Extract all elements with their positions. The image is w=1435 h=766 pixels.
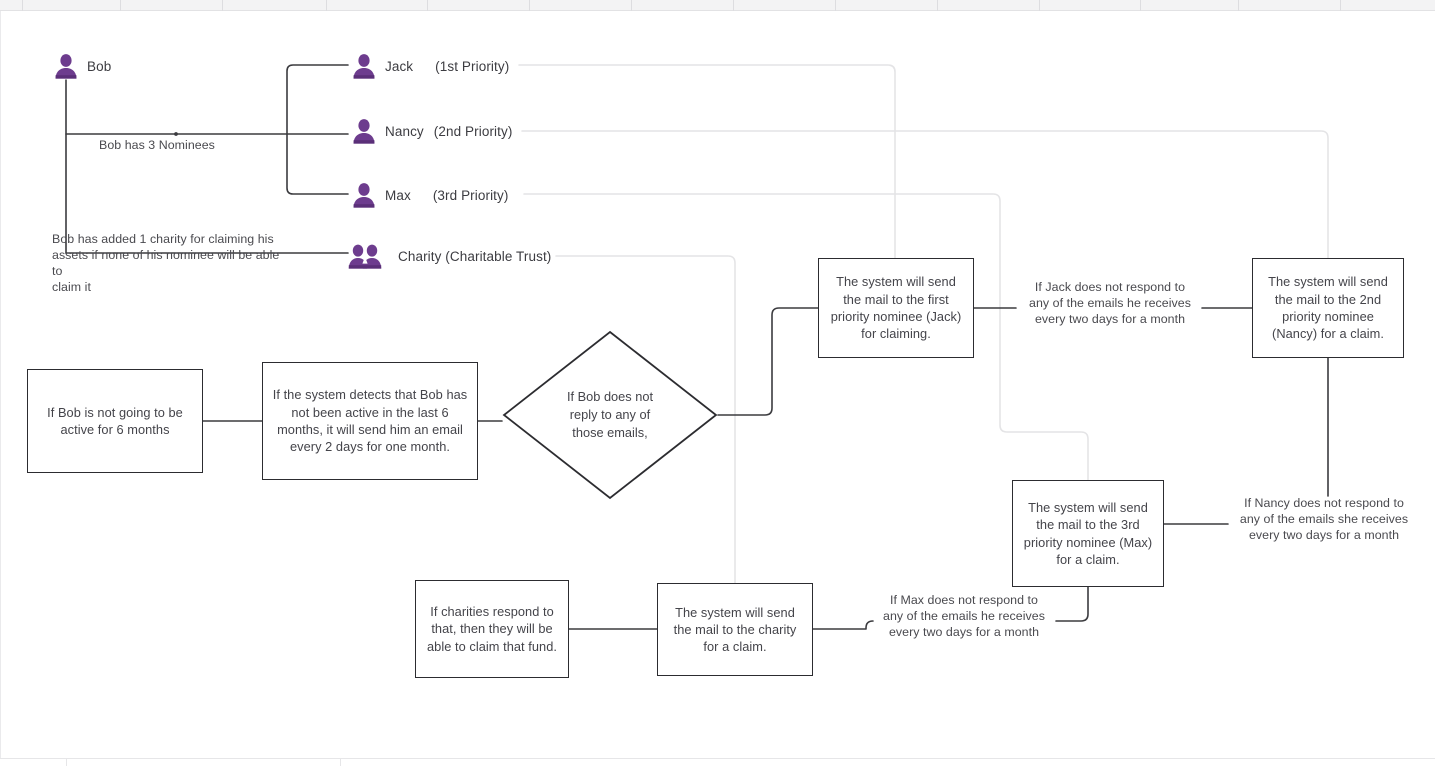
person-bob[interactable]: Bob bbox=[54, 53, 111, 79]
person-icon bbox=[353, 183, 375, 208]
ruler-tick bbox=[22, 0, 23, 11]
person-priority-label: (3rd Priority) bbox=[432, 187, 509, 203]
note-jack-no-response: If Jack does not respond to any of the e… bbox=[1029, 280, 1191, 326]
people-group-icon bbox=[348, 244, 382, 269]
ruler-tick bbox=[937, 0, 938, 11]
ruler-tick bbox=[222, 0, 223, 11]
ruler-tick bbox=[733, 0, 734, 11]
decision-label: If Bob does not reply to any of those em… bbox=[566, 388, 654, 441]
ruler-tick bbox=[120, 0, 121, 11]
decision-bob-no-reply[interactable]: If Bob does not reply to any of those em… bbox=[502, 330, 718, 500]
person-name: Max bbox=[385, 187, 411, 203]
person-priority-label: (1st Priority) bbox=[435, 58, 510, 74]
ruler-tick bbox=[1238, 0, 1239, 11]
note-nancy-no-response: If Nancy does not respond to any of the … bbox=[1239, 496, 1409, 542]
person-name: Nancy bbox=[385, 123, 424, 139]
note-bob-added-charity: Bob has added 1 charity for claiming his… bbox=[52, 232, 280, 294]
box-mail-charity[interactable]: The system will send the mail to the cha… bbox=[657, 583, 813, 676]
box-mail-third-priority-max[interactable]: The system will send the mail to the 3rd… bbox=[1012, 480, 1164, 587]
wire-jack-to-mail-jack bbox=[518, 64, 896, 259]
wire-decision-to-mailjack bbox=[717, 307, 819, 416]
canvas-bottom-border bbox=[0, 758, 1435, 759]
wire-note-max-to-mailcharity bbox=[812, 620, 874, 630]
box-mail-second-priority-nancy[interactable]: The system will send the mail to the 2nd… bbox=[1252, 258, 1404, 358]
ruler-tick bbox=[835, 0, 836, 11]
person-icon bbox=[55, 54, 77, 79]
person-name: Jack bbox=[385, 58, 414, 74]
box-mail-first-priority-jack[interactable]: The system will send the mail to the fir… bbox=[818, 258, 974, 358]
ruler-tick bbox=[1039, 0, 1040, 11]
note-bob-has-3-nominees: Bob has 3 Nominees bbox=[99, 138, 215, 152]
person-jack[interactable]: Jack (1st Priority) bbox=[352, 53, 509, 79]
ruler-tick bbox=[427, 0, 428, 11]
box-system-detects[interactable]: If the system detects that Bob has not b… bbox=[262, 362, 478, 480]
wire-midpoint-dot bbox=[174, 132, 178, 136]
wire-bus-to-jack bbox=[286, 64, 349, 135]
note-max-no-response: If Max does not respond to any of the em… bbox=[883, 593, 1045, 639]
ruler-bottom-tick bbox=[340, 759, 341, 766]
ruler-tick bbox=[529, 0, 530, 11]
wire-nancy-to-mail-nancy bbox=[521, 130, 1329, 259]
ruler-tick bbox=[1140, 0, 1141, 11]
wire-mailmax-to-note-max bbox=[1055, 586, 1089, 622]
ruler-tick bbox=[1340, 0, 1341, 11]
diamond-shape bbox=[502, 330, 718, 500]
group-charity[interactable]: Charity (Charitable Trust) bbox=[348, 243, 551, 269]
ruler-tick bbox=[326, 0, 327, 11]
person-icon bbox=[353, 119, 375, 144]
person-nancy[interactable]: Nancy (2nd Priority) bbox=[352, 118, 512, 144]
charity-label: Charity (Charitable Trust) bbox=[398, 248, 552, 264]
person-max[interactable]: Max (3rd Priority) bbox=[352, 182, 508, 208]
ruler-top bbox=[0, 0, 1435, 11]
box-bob-inactive[interactable]: If Bob is not going to be active for 6 m… bbox=[27, 369, 203, 473]
canvas-left-border bbox=[0, 11, 1, 759]
box-charities-respond[interactable]: If charities respond to that, then they … bbox=[415, 580, 569, 678]
ruler-bottom-tick bbox=[66, 759, 67, 766]
ruler-tick bbox=[631, 0, 632, 11]
wire-bus-to-max bbox=[286, 133, 349, 195]
person-name: Bob bbox=[87, 58, 112, 74]
person-icon bbox=[353, 54, 375, 79]
person-priority-label: (2nd Priority) bbox=[433, 123, 513, 139]
